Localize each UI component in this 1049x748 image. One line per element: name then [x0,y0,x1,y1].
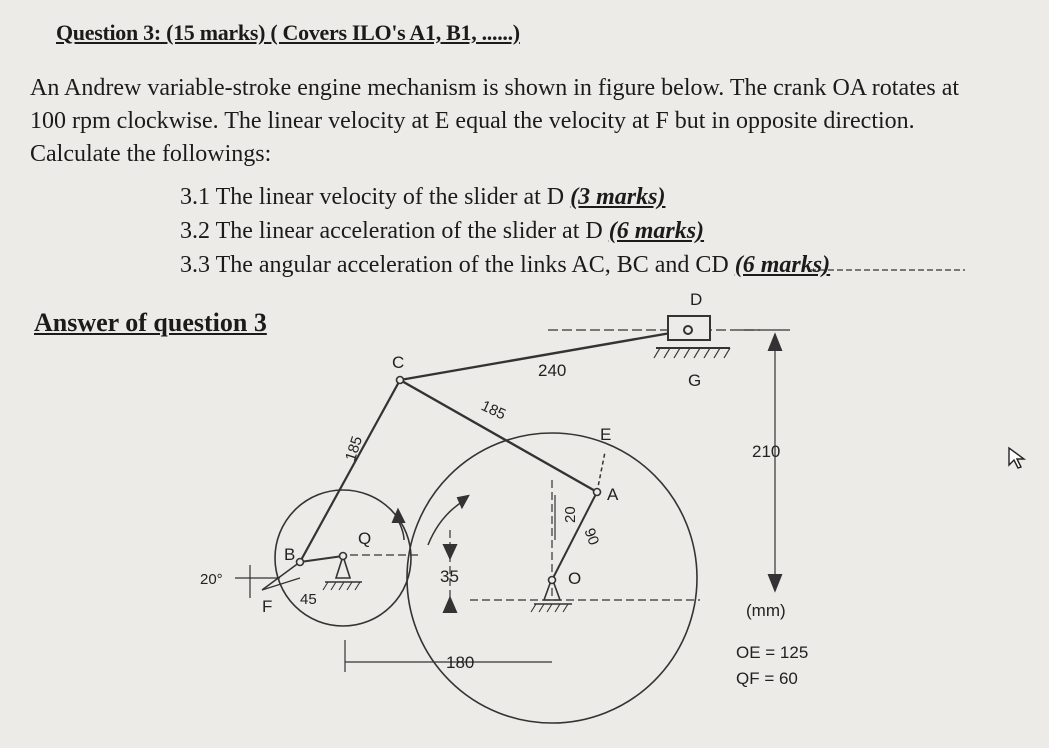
label-g: G [688,371,701,390]
joint-b [295,557,305,567]
joint-o [547,575,557,585]
dim-90: 90 [581,526,603,547]
dim-arrow [442,544,458,561]
dim-210: 210 [752,442,780,461]
dim-240: 240 [538,361,566,380]
item-3-1: 3.1 The linear velocity of the slider at… [180,180,830,214]
ground-hatch-o [530,603,569,613]
note-qf: QF = 60 [736,669,798,688]
item-text: 3.1 The linear velocity of the slider at… [180,184,571,210]
angle-20: 20° [200,571,223,588]
support-q [334,553,352,579]
item-3-3: 3.3 The angular acceleration of the link… [180,248,830,282]
slider-pin [683,325,693,335]
joint-q [338,551,348,561]
dim-35: 35 [440,567,459,586]
note-oe: OE = 125 [736,643,808,662]
rotation-arrow-q-head [391,507,406,523]
mouse-cursor-icon [1008,446,1027,469]
dim-180: 180 [446,653,474,672]
label-c: C [392,353,404,372]
label-q: Q [358,529,371,548]
line-bf [261,561,301,591]
line-ae [596,451,606,493]
crank-oa [551,491,598,581]
answer-heading: Answer of question 3 [34,308,267,337]
label-a: A [607,485,619,504]
link-ca [399,378,598,494]
label-e: E [600,425,611,444]
dim-185-bc: 185 [342,434,366,463]
link-cd [399,328,689,382]
dim-arrow [767,574,783,593]
support-o [542,575,562,601]
label-d: D [690,290,702,309]
item-text: 3.3 The angular acceleration of the link… [180,252,735,278]
dim-20: 20 [562,506,579,523]
large-circle [406,432,698,724]
line-f-45 [261,577,301,591]
label-b: B [284,545,295,564]
angle-45: 45 [300,591,317,608]
dim-arrow [767,332,783,351]
question-paragraph: An Andrew variable-stroke engine mechani… [30,75,960,167]
ground-hatch-q [322,581,361,591]
rotation-arrow-o-head [456,494,470,510]
item-3-2: 3.2 The linear acceleration of the slide… [180,214,830,248]
label-o: O [568,569,581,588]
joint-c [395,375,405,385]
question-items: 3.1 The linear velocity of the slider at… [180,180,830,282]
question-heading: Question 3: (15 marks) ( Covers ILO's A1… [56,20,520,45]
crank-qb [299,555,344,563]
joint-a [592,487,602,497]
link-cb [299,379,401,563]
item-text: 3.2 The linear acceleration of the slide… [180,218,609,244]
ground-hatch-g [653,347,731,359]
units-label: (mm) [746,601,786,620]
item-marks: (3 marks) [570,184,666,210]
dim-185-ac: 185 [478,397,508,423]
rotation-arrow-o [427,499,466,546]
label-f: F [262,597,272,616]
dim-arrow [442,595,458,613]
item-marks: (6 marks) [608,218,705,244]
small-circle [274,489,412,627]
item-marks: (6 marks) [734,252,831,278]
